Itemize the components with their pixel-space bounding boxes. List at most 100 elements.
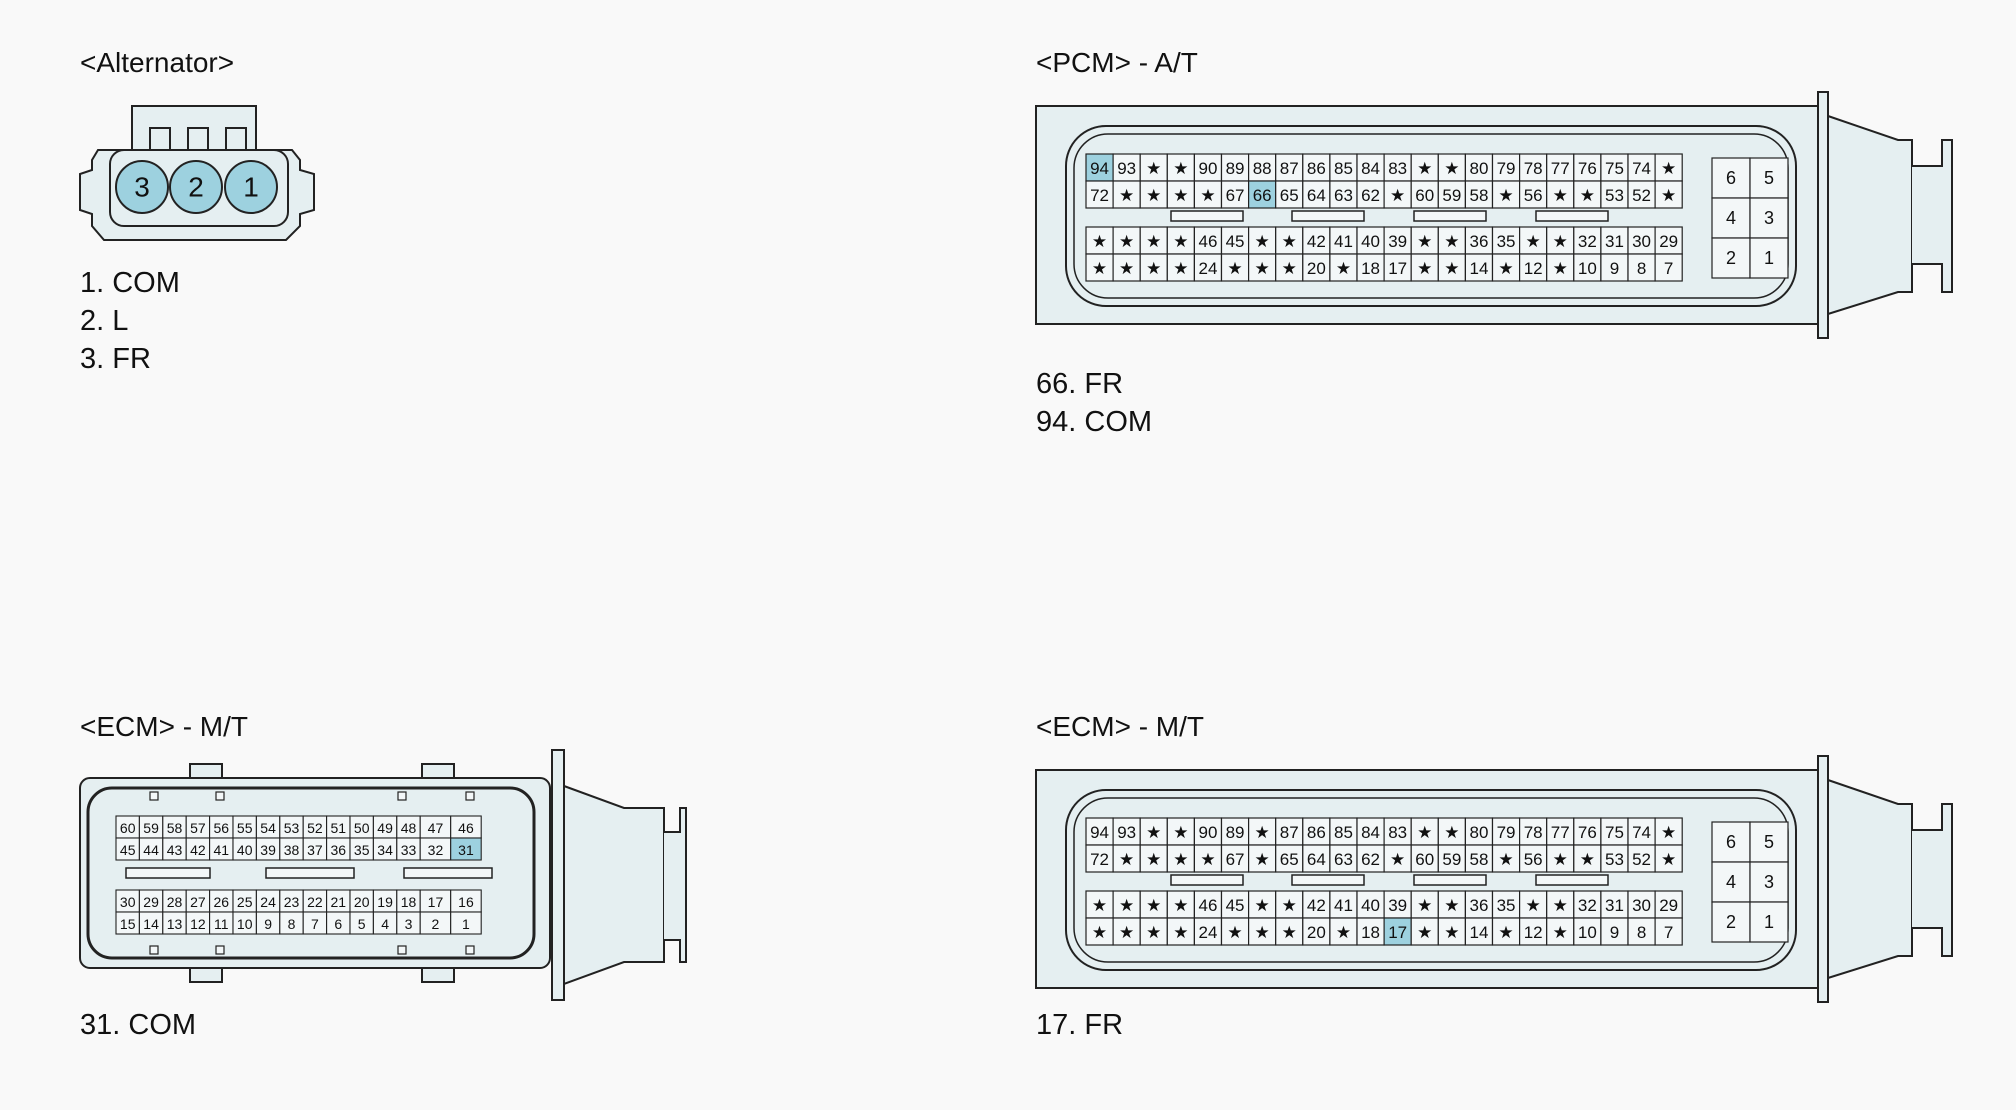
pin-number: ★ (1255, 259, 1270, 278)
pin-cell (1749, 237, 1789, 279)
pin-cell (1518, 226, 1548, 255)
pcm-at-pin-list: 66. FR 94. COM (1036, 365, 1152, 441)
pin-number: 88 (1253, 159, 1272, 178)
pin-cell (1711, 157, 1751, 199)
pin-number: 18 (401, 894, 417, 910)
pin-cell (1329, 253, 1358, 282)
pin-cell (1491, 153, 1521, 182)
pin-number: 79 (1497, 159, 1516, 178)
pin-number: 59 (1442, 850, 1461, 869)
pin-cell (1600, 844, 1629, 873)
pin-number: 45 (1226, 232, 1245, 251)
pin-cell (1302, 844, 1331, 873)
pin-number: 18 (1361, 923, 1380, 942)
pin-number: ★ (1146, 232, 1161, 251)
pin-number: 35 (354, 842, 370, 858)
pin-number: ★ (1444, 823, 1459, 842)
pin-number: 36 (1469, 896, 1488, 915)
pin-number: ★ (1444, 896, 1459, 915)
pin-cell (1491, 817, 1521, 846)
connector-notch (149, 945, 159, 955)
pin-number: ★ (1580, 186, 1595, 205)
pin-cell (1627, 844, 1656, 873)
pin-entry: 31. COM (80, 1009, 197, 1041)
pin-number: ★ (1146, 850, 1161, 869)
connector-notch (149, 791, 159, 801)
pin-cell (1600, 226, 1629, 255)
pin-cell (1247, 253, 1277, 282)
pin-number: 93 (1117, 823, 1136, 842)
pin-cell (1302, 226, 1331, 255)
pin-number: 7 (1664, 923, 1673, 942)
pin-cell (1600, 817, 1629, 846)
pin-number: 80 (1469, 823, 1488, 842)
pin-number: 39 (260, 842, 276, 858)
connector-notch (215, 791, 225, 801)
pin-number: 6 (334, 916, 342, 932)
pin-number: 6 (1726, 168, 1736, 188)
pin-number: 46 (1198, 896, 1217, 915)
pin-number: 41 (214, 842, 230, 858)
pin-number: 9 (1610, 259, 1619, 278)
pin-number: ★ (1200, 850, 1215, 869)
pin-number: 34 (377, 842, 393, 858)
connector-hood (1827, 778, 1913, 980)
pin-number: ★ (1336, 259, 1351, 278)
pin-number: 2 (1726, 912, 1736, 932)
pin-cell (1627, 226, 1656, 255)
pin-cell (1546, 226, 1575, 255)
pin-number: 50 (354, 820, 370, 836)
pin-number: 20 (1307, 259, 1326, 278)
alternator-title: <Alternator> (80, 47, 235, 78)
pin-cell (1491, 226, 1521, 255)
pin-number: 72 (1090, 850, 1109, 869)
pin-number: ★ (1173, 850, 1188, 869)
pin-cell (1112, 180, 1141, 209)
pin-cell (1410, 817, 1439, 846)
pin-number: 66 (1253, 186, 1272, 205)
pin-number: ★ (1119, 923, 1134, 942)
pin-number: 5 (1764, 168, 1774, 188)
pin-cell (1112, 890, 1141, 919)
pin-number: 19 (377, 894, 393, 910)
pin-number: ★ (1498, 259, 1513, 278)
pin-number: 75 (1605, 159, 1624, 178)
pin-cell (1383, 226, 1412, 255)
pin-cell (1193, 180, 1223, 209)
pin-number: 56 (1524, 186, 1543, 205)
connector-notch (397, 945, 407, 955)
highlighted-pin-cell (1383, 917, 1412, 946)
pin-cell (1166, 817, 1196, 846)
pin-number: ★ (1227, 923, 1242, 942)
pin-cell (1247, 226, 1277, 255)
polarization-bar (125, 867, 211, 879)
pin-number: 8 (1637, 923, 1646, 942)
pin-cell (1749, 861, 1789, 903)
connector-flange (1817, 91, 1829, 339)
pin-cell (1600, 890, 1629, 919)
pin-cell (1220, 253, 1250, 282)
pin-cell (1464, 180, 1494, 209)
pin-number: ★ (1173, 186, 1188, 205)
pin-cell (1139, 253, 1168, 282)
pin-cell (1356, 890, 1385, 919)
pin-cell (1627, 180, 1656, 209)
pin-number: ★ (1661, 850, 1676, 869)
pin-number: 20 (354, 894, 370, 910)
pin-number: 22 (307, 894, 323, 910)
pin-cell (1654, 226, 1683, 255)
pin-entry: 1. COM (80, 267, 180, 299)
pin-number: 90 (1198, 159, 1217, 178)
connector-latch (663, 807, 687, 963)
polarization-bar (1535, 210, 1609, 222)
pin-cell (1437, 817, 1467, 846)
pin-number: 65 (1280, 186, 1299, 205)
pin-number: 3 (1764, 208, 1774, 228)
connector-hood (563, 784, 665, 986)
pin-number: ★ (1417, 259, 1432, 278)
pin-number: 1 (462, 916, 470, 932)
pin-number: ★ (1092, 259, 1107, 278)
pin-number: 2 (1726, 248, 1736, 268)
